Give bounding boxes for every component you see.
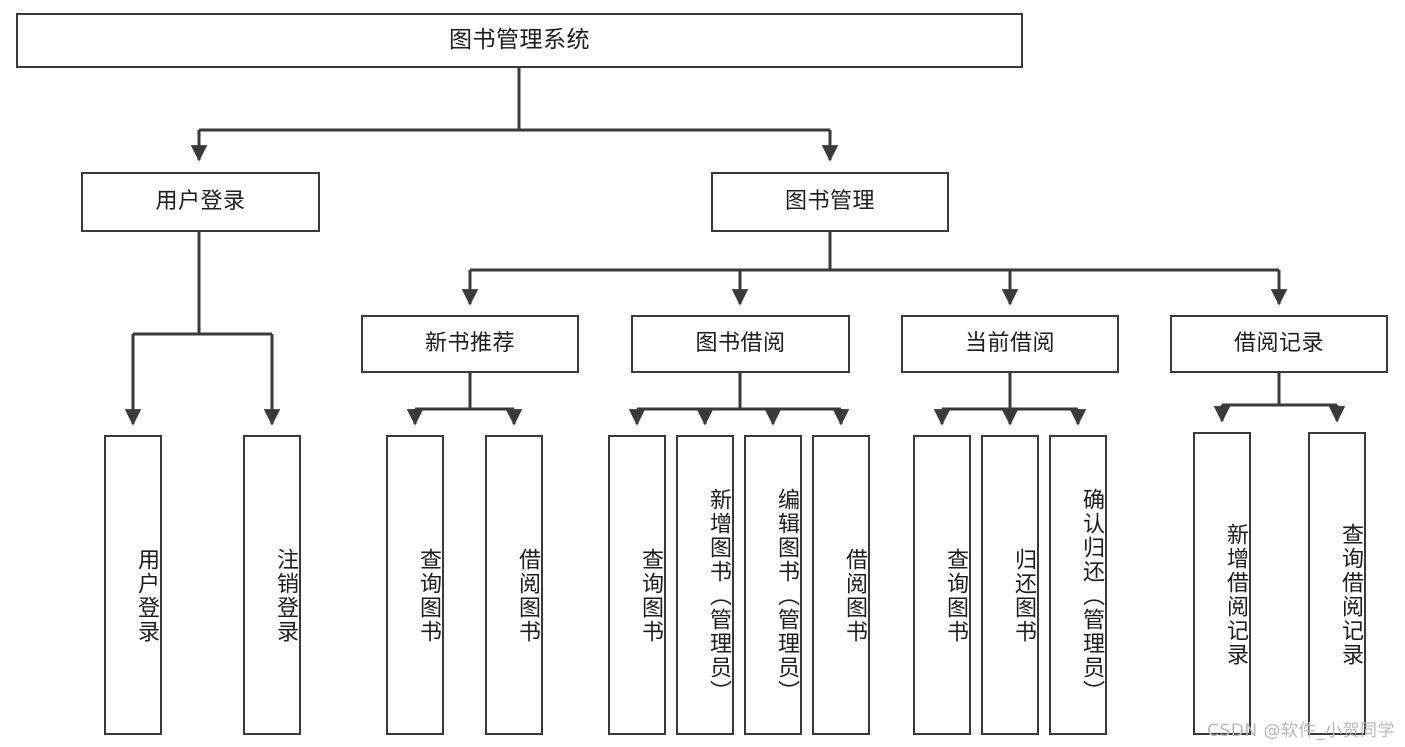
leaf-add-record[interactable]: 新增借阅记录 (1193, 432, 1251, 735)
watermark-text: CSDN @软件_小贺同学 (1207, 721, 1395, 741)
leaf-query-book-2[interactable]: 查询图书 (608, 435, 666, 735)
leaf-query-book-3[interactable]: 查询图书 (913, 435, 971, 735)
leaf-add-book[interactable]: 新增图书（管理员） (676, 435, 734, 735)
leaf-user-login[interactable]: 用户登录 (104, 435, 162, 735)
leaf-user-logout[interactable]: 注销登录 (243, 435, 301, 735)
leaf-edit-book[interactable]: 编辑图书（管理员） (744, 435, 802, 735)
leaf-return-book[interactable]: 归还图书 (981, 435, 1039, 735)
node-current-borrow[interactable]: 当前借阅 (901, 315, 1119, 373)
leaf-confirm-return[interactable]: 确认归还（管理员） (1049, 435, 1107, 735)
leaf-query-record[interactable]: 查询借阅记录 (1308, 432, 1366, 735)
leaf-borrow-book-2[interactable]: 借阅图书 (812, 435, 870, 735)
leaf-borrow-book-1[interactable]: 借阅图书 (485, 435, 543, 735)
node-root[interactable]: 图书管理系统 (16, 13, 1023, 68)
node-user-login[interactable]: 用户登录 (81, 172, 320, 232)
node-new-book-recommend[interactable]: 新书推荐 (361, 315, 579, 373)
node-book-borrow[interactable]: 图书借阅 (631, 315, 850, 373)
node-borrow-record[interactable]: 借阅记录 (1170, 315, 1388, 373)
node-book-manage[interactable]: 图书管理 (711, 172, 949, 232)
leaf-query-book-1[interactable]: 查询图书 (386, 435, 444, 735)
